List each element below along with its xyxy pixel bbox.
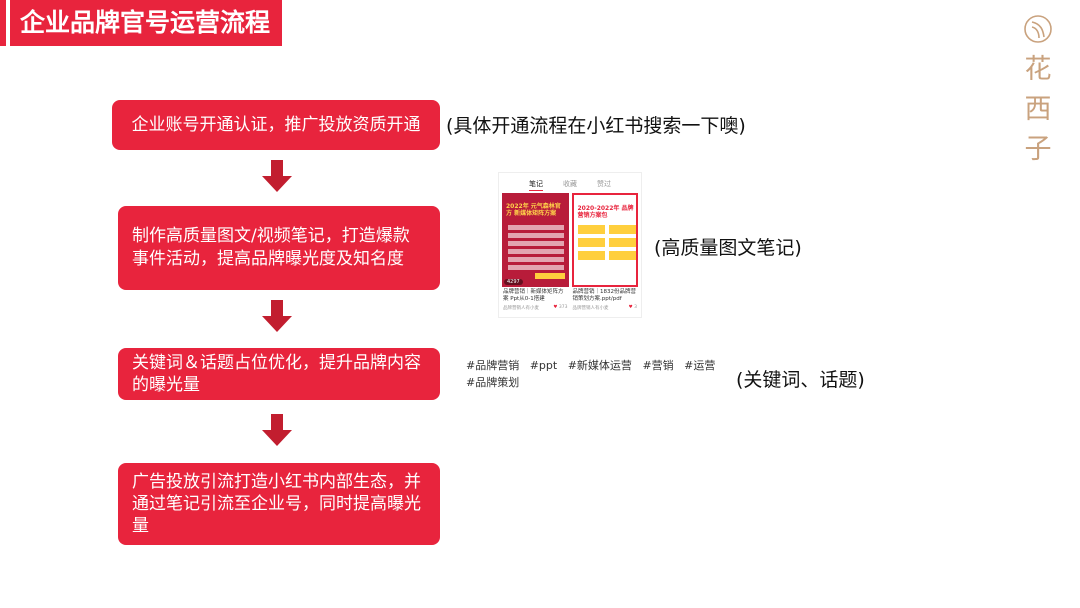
logo-char-1: 花 <box>1024 54 1052 85</box>
title-accent <box>0 0 6 46</box>
mock-tab-saved: 收藏 <box>563 180 577 188</box>
note-caption: 品牌营销｜1832份品牌营销策划方案.ppt/pdf <box>572 289 637 302</box>
heart-icon: ♥ <box>628 305 633 310</box>
view-count: 4297 <box>504 279 523 285</box>
hashtag: #ppt <box>529 359 558 372</box>
mock-tab-notes: 笔记 <box>529 179 543 191</box>
note-author: 品牌营销人有小麦 <box>572 306 609 311</box>
brand-logo: 花 西 子 <box>1018 12 1058 170</box>
logo-text: 花 西 子 <box>1025 50 1052 170</box>
page-title: 企业品牌官号运营流程 <box>10 0 283 46</box>
down-arrow-icon <box>262 160 292 194</box>
step-3-box: 关键词＆话题占位优化，提升品牌内容的曝光量 <box>118 348 440 400</box>
note-cover: 2020-2022年 品牌营销方案包 <box>571 193 638 287</box>
note-card: 2020-2022年 品牌营销方案包 品牌营销｜1832份品牌营销策划方案.pp… <box>571 193 638 311</box>
note-author: 品牌营销人有小麦 <box>503 306 539 311</box>
heart-icon: ♥ <box>553 305 558 310</box>
like-count: 373 <box>558 305 568 310</box>
logo-char-3: 子 <box>1024 134 1052 165</box>
cover-title: 2020-2022年 品牌营销方案包 <box>577 205 634 219</box>
step-1-note: (具体开通流程在小红书搜索一下噢) <box>446 115 746 137</box>
logo-mark-icon <box>1024 15 1052 43</box>
mock-tab-liked: 赞过 <box>597 180 611 188</box>
hashtag: #品牌策划 <box>466 376 520 389</box>
hashtag: #新媒体运营 <box>567 359 632 372</box>
cover-title: 2022年 元气森林官方 新媒体矩阵方案 <box>506 203 561 217</box>
step-2-box: 制作高质量图文/视频笔记，打造爆款事件活动，提高品牌曝光度及知名度 <box>118 206 440 290</box>
down-arrow-icon <box>262 414 292 448</box>
step-1-box: 企业账号开通认证，推广投放资质开通 <box>112 100 440 150</box>
notes-screenshot: 笔记 收藏 赞过 2022年 元气森林官方 新媒体矩阵方案 4297 品牌营销｜… <box>498 172 642 318</box>
step-4-box: 广告投放引流打造小红书内部生态，并通过笔记引流至企业号，同时提高曝光量 <box>118 463 440 545</box>
step-3-note: (关键词、话题) <box>736 369 865 391</box>
step-2-note: (高质量图文笔记) <box>654 237 802 259</box>
hashtag: #运营 <box>684 359 716 372</box>
hashtag: #营销 <box>642 359 674 372</box>
down-arrow-icon <box>262 300 292 334</box>
title-bar: 企业品牌官号运营流程 <box>0 0 283 46</box>
hashtag: #品牌营销 <box>466 359 520 372</box>
note-card: 2022年 元气森林官方 新媒体矩阵方案 4297 品牌营销｜新媒体矩阵方案 P… <box>502 193 569 311</box>
mock-tabs: 笔记 收藏 赞过 <box>499 173 641 191</box>
logo-char-2: 西 <box>1024 94 1052 125</box>
note-cover: 2022年 元气森林官方 新媒体矩阵方案 4297 <box>502 193 569 287</box>
like-count: 3 <box>634 305 637 310</box>
note-caption: 品牌营销｜新媒体矩阵方案 Ppt从0-1搭建 <box>503 289 564 302</box>
hashtag-list: #品牌营销 #ppt #新媒体运营 #营销 #运营 #品牌策划 <box>466 357 726 391</box>
